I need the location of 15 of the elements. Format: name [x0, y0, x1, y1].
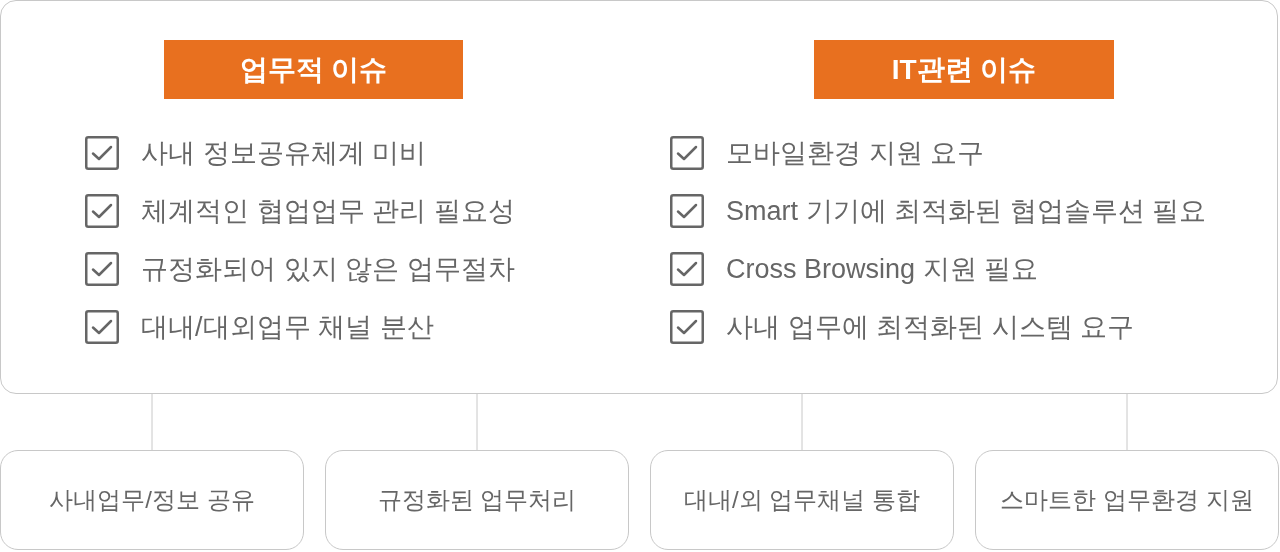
issue-text: 사내 업무에 최적화된 시스템 요구	[726, 313, 1134, 341]
issue-text: Cross Browsing 지원 필요	[726, 255, 1039, 283]
result-box: 규정화된 업무처리	[325, 450, 629, 550]
issue-text: 체계적인 협업업무 관리 필요성	[141, 197, 515, 225]
result-box: 사내업무/정보 공유	[0, 450, 304, 550]
result-box: 대내/외 업무채널 통합	[650, 450, 954, 550]
issue-text: 사내 정보공유체계 미비	[141, 139, 426, 167]
header-band: IT관련 이슈	[814, 40, 1114, 99]
result-box: 스마트한 업무환경 지원	[975, 450, 1279, 550]
issue-text: Smart 기기에 최적화된 협업솔루션 필요	[726, 197, 1206, 225]
issue-text: 규정화되어 있지 않은 업무절차	[141, 255, 515, 283]
issue-text: 모바일환경 지원 요구	[726, 139, 984, 167]
header-band: 업무적 이슈	[164, 40, 463, 99]
panel	[0, 0, 1278, 394]
issue-text: 대내/대외업무 채널 분산	[141, 313, 434, 341]
